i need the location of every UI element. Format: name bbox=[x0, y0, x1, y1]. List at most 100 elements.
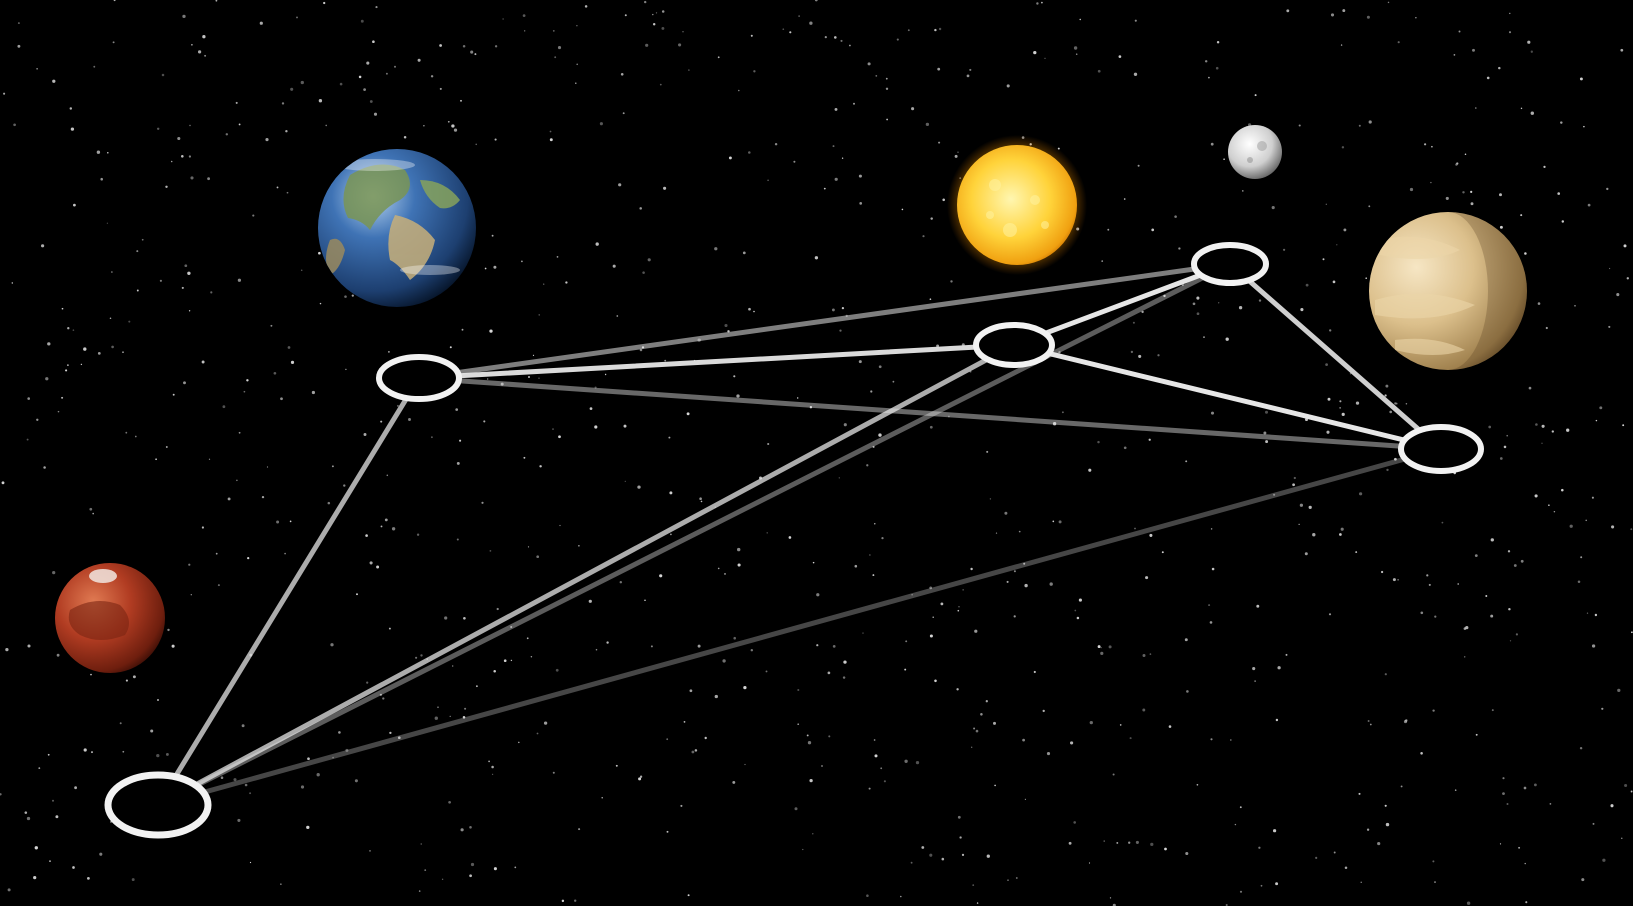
star bbox=[1239, 890, 1243, 893]
star bbox=[284, 552, 286, 555]
star bbox=[354, 779, 358, 783]
star bbox=[1520, 107, 1523, 110]
star bbox=[1369, 723, 1372, 726]
star bbox=[188, 155, 192, 158]
star bbox=[1524, 862, 1526, 865]
star bbox=[659, 83, 662, 86]
star bbox=[74, 786, 77, 790]
star bbox=[664, 359, 667, 362]
star bbox=[1535, 423, 1538, 426]
star bbox=[1368, 120, 1372, 124]
star bbox=[518, 741, 520, 744]
node-4[interactable] bbox=[1398, 424, 1484, 474]
star bbox=[1332, 280, 1336, 284]
star bbox=[1145, 576, 1149, 580]
star bbox=[1534, 494, 1538, 498]
star bbox=[1617, 688, 1621, 693]
star bbox=[181, 286, 184, 289]
star bbox=[1594, 613, 1598, 617]
star bbox=[181, 155, 184, 158]
star bbox=[750, 34, 753, 37]
star bbox=[188, 310, 191, 312]
star bbox=[1541, 442, 1543, 444]
star bbox=[177, 136, 181, 141]
star bbox=[318, 251, 321, 255]
star bbox=[1088, 468, 1092, 472]
star bbox=[96, 150, 101, 154]
star bbox=[1161, 551, 1164, 554]
star bbox=[743, 685, 747, 690]
star bbox=[1097, 440, 1100, 444]
star bbox=[1215, 66, 1219, 70]
star bbox=[252, 214, 255, 217]
star bbox=[1430, 181, 1432, 184]
star bbox=[1209, 621, 1213, 624]
star bbox=[1591, 496, 1594, 499]
star bbox=[441, 878, 444, 880]
star bbox=[26, 438, 29, 441]
star bbox=[993, 721, 996, 725]
node-1[interactable] bbox=[376, 354, 462, 402]
star bbox=[536, 555, 540, 559]
node-3[interactable] bbox=[973, 322, 1055, 368]
star bbox=[1275, 718, 1279, 722]
star bbox=[417, 58, 421, 62]
star bbox=[1046, 752, 1051, 756]
star bbox=[1128, 841, 1131, 844]
star bbox=[954, 154, 958, 158]
star bbox=[1088, 862, 1091, 864]
node-3-ring[interactable] bbox=[973, 322, 1055, 368]
star bbox=[980, 713, 983, 716]
star bbox=[878, 433, 882, 437]
star bbox=[33, 876, 37, 880]
star bbox=[717, 56, 720, 59]
star bbox=[1149, 533, 1153, 537]
star bbox=[1326, 430, 1330, 434]
star bbox=[798, 15, 800, 17]
star bbox=[87, 877, 90, 880]
star bbox=[1282, 248, 1286, 251]
node-5[interactable] bbox=[104, 771, 212, 839]
star bbox=[794, 807, 798, 811]
star bbox=[911, 107, 915, 111]
star bbox=[460, 828, 464, 832]
star bbox=[618, 183, 622, 187]
star bbox=[1340, 44, 1343, 46]
star bbox=[356, 593, 358, 596]
star bbox=[1164, 847, 1167, 851]
star bbox=[1534, 783, 1537, 787]
star bbox=[994, 784, 996, 787]
star bbox=[1380, 570, 1384, 574]
node-4-ring[interactable] bbox=[1398, 424, 1484, 474]
star bbox=[561, 899, 565, 903]
star bbox=[722, 659, 726, 663]
star bbox=[1225, 337, 1229, 341]
star bbox=[1470, 190, 1473, 193]
star bbox=[1592, 822, 1595, 825]
node-2-ring[interactable] bbox=[1191, 242, 1269, 286]
node-5-ring[interactable] bbox=[104, 771, 212, 839]
star bbox=[61, 307, 64, 310]
star bbox=[215, 552, 218, 555]
star bbox=[910, 861, 913, 864]
star bbox=[1530, 50, 1533, 53]
star bbox=[875, 75, 878, 77]
star bbox=[415, 656, 418, 659]
star bbox=[7, 888, 11, 892]
star bbox=[453, 128, 458, 132]
node-1-ring[interactable] bbox=[376, 354, 462, 402]
star bbox=[1530, 111, 1535, 115]
star bbox=[1275, 882, 1279, 886]
star bbox=[488, 760, 490, 763]
node-2[interactable] bbox=[1191, 242, 1269, 286]
star bbox=[1474, 554, 1478, 557]
star bbox=[52, 799, 54, 802]
star bbox=[236, 479, 238, 482]
star bbox=[588, 599, 592, 603]
star bbox=[1587, 203, 1591, 207]
star bbox=[1579, 77, 1583, 81]
star bbox=[957, 815, 961, 819]
star bbox=[767, 442, 770, 446]
star bbox=[1061, 411, 1064, 414]
star bbox=[530, 656, 533, 658]
